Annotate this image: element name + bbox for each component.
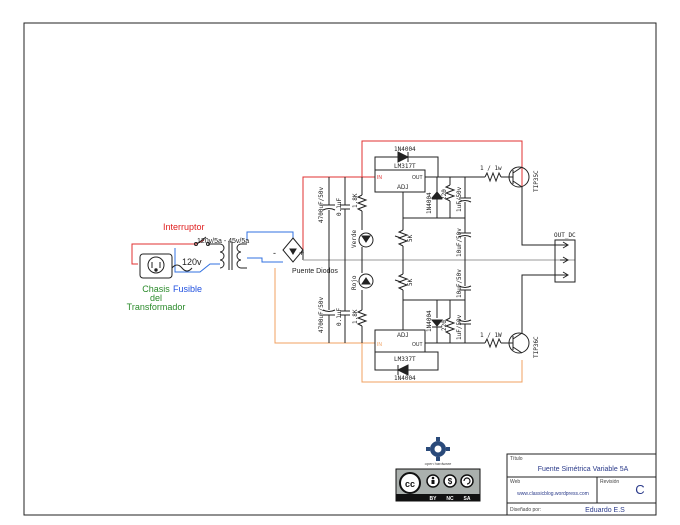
res-power-bot-label: 1 / 1W [480, 332, 502, 339]
sa-icon [460, 474, 474, 488]
pot-top-label: 5K [407, 234, 414, 242]
led-bot-label: Rojo [351, 275, 358, 290]
power-plug [139, 253, 173, 279]
diode-top-label: 1N4004 [394, 146, 416, 153]
gear-icon [426, 437, 450, 461]
led-branch [356, 177, 374, 343]
cc-term-by: BY [430, 496, 438, 502]
positive-rail [302, 140, 523, 260]
revision-caption: Revisión [600, 479, 619, 485]
res-led-top-label: 1.8K [352, 193, 359, 208]
diode-adj-top-label: 1N4004 [426, 192, 433, 214]
cap-small-top-label: 0.1uF [336, 198, 343, 216]
res-power-top-label: 1 / 1w [480, 165, 502, 172]
revision-value: C [635, 482, 644, 497]
bridge-label: Puente Diodos [292, 268, 338, 275]
fusible-label: Fusible [173, 284, 202, 294]
svg-text:cc: cc [405, 479, 415, 489]
negative-rail [274, 268, 523, 383]
cap10-bot-b-label: 1uF/50v [456, 314, 463, 340]
reg-top-name: LM317T [394, 163, 416, 170]
cc-term-nc: NC [446, 496, 454, 502]
cc-term-sa: SA [464, 496, 471, 502]
reg-bot-out: OUT [412, 342, 423, 348]
trans-top-label: TIP35C [533, 170, 540, 192]
reg-bot-in: IN [377, 342, 382, 348]
title-block [506, 453, 657, 516]
designer-value: Eduardo E.S [585, 507, 625, 514]
chasis-label-3: Transformador [127, 302, 186, 312]
open-hardware-text: open hardware [425, 461, 452, 466]
svg-text:$: $ [448, 477, 453, 486]
diode-adj-bot-label: 1N4004 [426, 310, 433, 332]
sheet-border [23, 22, 657, 516]
output-connector [554, 239, 576, 283]
title-caption: Título [510, 456, 523, 462]
transformer [208, 242, 247, 270]
led-top-label: Verde [351, 230, 358, 248]
designer-caption: Diseñado por: [510, 507, 541, 513]
title-value: Fuente Simétrica Variable 5A [538, 466, 629, 473]
cap10-top-b-label: 1uF/50v [456, 186, 463, 212]
cap-main-top-label: 4700uF/50v [318, 186, 325, 223]
bridge-plus-label: + [299, 248, 304, 258]
trans-bot-label: TIP36C [533, 336, 540, 358]
cap-main-bot-label: 4700uF/50v [318, 296, 325, 333]
diode-bypass-bottom [374, 351, 439, 376]
diode-bot-label: 1N4004 [394, 375, 416, 382]
cap10-bot-a-label: 10uF/50v [456, 269, 463, 298]
reg-top-in: IN [377, 175, 382, 181]
transformer-rating-label: 120v/5a - 45v/5a [197, 238, 249, 245]
fuse-symbol [171, 264, 193, 272]
input-voltage-label: 120v [182, 257, 202, 267]
web-caption: Web [510, 479, 520, 485]
cap10-top-a-label: 10uF/50v [456, 228, 463, 257]
reg-bot-adj: ADJ [397, 333, 408, 339]
reg-top-adj: ADJ [397, 185, 408, 191]
out-label: OUT_DC [554, 232, 576, 239]
reg-top-out: OUT [412, 175, 423, 181]
chasis-label-2: del [150, 293, 162, 303]
res-led-bot-label: 1.8K [352, 309, 359, 324]
nc-icon [443, 474, 457, 488]
open-hardware-logo: open hardware [425, 437, 452, 466]
creative-commons-badge: cc $ BY NC SA [395, 468, 481, 502]
pot-bot-label: 5K [407, 278, 414, 286]
adjust-network [394, 176, 485, 344]
ac-wiring [174, 231, 294, 273]
res220-top-label: 220 [441, 189, 448, 200]
web-value: www.classicblog.wordpress.com [517, 491, 589, 497]
output-stage [484, 166, 560, 354]
cap-small-bot-label: 0.1uF [336, 308, 343, 326]
bridge-rectifier [282, 237, 304, 263]
reg-bot-name: LM337T [394, 356, 416, 363]
regulator-bottom [374, 329, 426, 353]
chasis-label-1: Chasis [142, 284, 170, 294]
bridge-minus-label: - [273, 248, 276, 258]
res220-bot-label: 220 [441, 320, 448, 331]
main-capacitors [322, 177, 350, 343]
interruptor-label: Interruptor [163, 222, 205, 232]
cc-icon [399, 472, 421, 494]
regulator-top [374, 169, 426, 193]
